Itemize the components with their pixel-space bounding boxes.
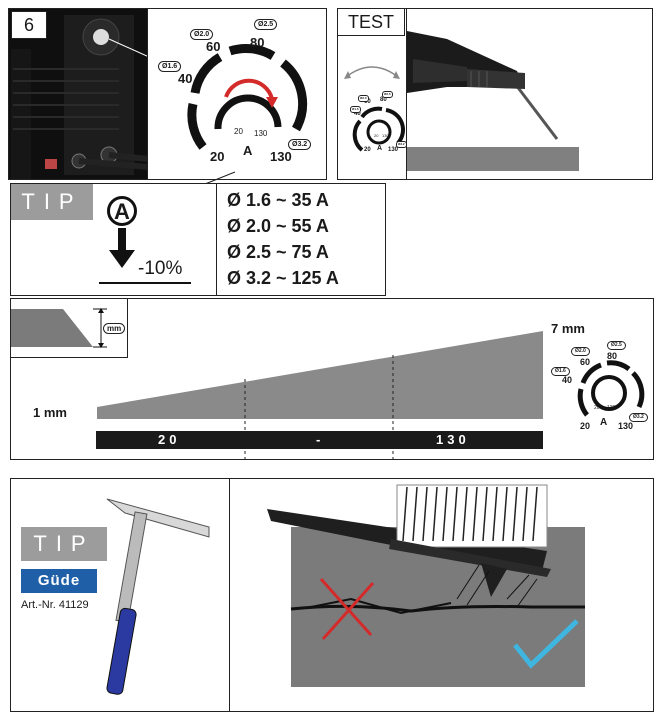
brand-logo: Güde — [21, 569, 97, 593]
brush-illustration — [267, 484, 585, 687]
tip2-title: TIP — [33, 531, 95, 556]
tip1-panel: TIP A -10% Ø 1.6 ~ 35 A Ø 2.0 ~ 55 A Ø 2… — [10, 183, 386, 296]
dial-label-60: 60 — [206, 39, 221, 54]
range-right: 130 — [436, 432, 470, 447]
small-dial-inner-130: 130 — [382, 133, 389, 138]
down-arrow-icon — [109, 228, 135, 268]
current-range-bar: 20 - 130 — [96, 431, 543, 449]
test-panel: TEST 20 40 60 80 130 A 20 130 Ø1.6 Ø2.0 … — [337, 8, 653, 180]
right-badge-2-0: Ø2.0 — [571, 347, 590, 356]
main-dial-panel: 20 40 60 80 130 20 130 A Ø1.6 Ø2.0 Ø2.5 … — [147, 8, 327, 180]
chipping-hammer-illustration — [106, 498, 210, 695]
tip2-panel: TIP Güde Art.-Nr. 41129 — [10, 478, 654, 712]
tip1-title: TIP — [21, 189, 83, 214]
badge-1-6: Ø1.6 — [158, 61, 182, 72]
red-direction-arrow — [224, 78, 274, 100]
tip2-divider — [229, 479, 230, 711]
amp-icon-letter: A — [114, 199, 130, 224]
thickness-inset: mm — [11, 299, 128, 358]
right-badge-1-6: Ø1.6 — [551, 367, 570, 376]
correct-check-icon — [513, 619, 579, 669]
small-dial-130: 130 — [388, 147, 399, 153]
brand-logo-text: Güde — [37, 572, 81, 589]
dial-unit: A — [243, 143, 253, 158]
thickness-panel: mm 1 mm 7 mm 20 - 130 20 40 60 80 130 A … — [10, 298, 654, 460]
thickness-max: 7 mm — [551, 321, 585, 336]
dial-inner-20: 20 — [234, 127, 243, 136]
reduction-underline — [99, 282, 191, 284]
dial-inner-130: 130 — [254, 129, 268, 138]
small-dial-80: 80 — [380, 97, 387, 103]
small-badge-2-5: Ø2.5 — [382, 91, 393, 98]
plate-edge-illustration — [11, 308, 107, 348]
amp-row-3: Ø 2.5 ~ 75 A — [227, 242, 329, 262]
amp-row-1: Ø 1.6 ~ 35 A — [227, 190, 329, 210]
amp-row-2: Ø 2.0 ~ 55 A — [227, 216, 329, 236]
small-badge-1-6: Ø1.6 — [350, 106, 361, 113]
badge-3-2: Ø3.2 — [288, 139, 312, 150]
mm-badge: mm — [103, 323, 126, 334]
right-badge-2-5: Ø2.5 — [607, 341, 626, 350]
tip1-title-box: TIP — [11, 184, 93, 220]
dial-label-130: 130 — [270, 149, 292, 164]
small-dial-unit: A — [377, 145, 383, 152]
right-dial-40: 40 — [562, 375, 573, 385]
step-number: 6 — [23, 15, 34, 35]
small-dial-20: 20 — [364, 147, 371, 153]
small-dial-40: 40 — [354, 111, 361, 117]
range-left: 20 — [158, 432, 181, 447]
electrode-holder-illustration — [407, 31, 579, 171]
amp-icon: A — [107, 196, 137, 226]
current-dial — [187, 43, 308, 150]
dial-label-20: 20 — [210, 149, 225, 164]
small-dial-inner-20: 20 — [374, 133, 379, 138]
small-dial-60: 60 — [364, 99, 371, 105]
article-number: Art.-Nr. 41129 — [21, 599, 89, 611]
step-number-box: 6 — [11, 11, 47, 39]
test-divider — [406, 9, 407, 179]
test-title: TEST — [347, 12, 394, 32]
wrong-cross-icon — [319, 578, 375, 640]
right-badge-3-2: Ø3.2 — [629, 413, 648, 422]
badge-2-0: Ø2.0 — [190, 29, 214, 40]
right-dial-60: 60 — [580, 357, 591, 367]
tip2-title-box: TIP — [21, 527, 107, 561]
badge-2-5: Ø2.5 — [254, 19, 278, 30]
right-dial-inner-130: 130 — [607, 405, 616, 411]
tip1-table-divider — [216, 184, 217, 295]
small-badge-3-2: Ø3.2 — [396, 141, 407, 148]
small-badge-2-0: Ø2.0 — [358, 95, 369, 102]
dial-label-40: 40 — [178, 71, 193, 86]
test-title-box: TEST — [338, 9, 405, 36]
small-dial — [344, 66, 405, 152]
right-dial-80: 80 — [607, 351, 618, 361]
right-dial — [577, 360, 645, 417]
welder-photo-panel: 6 — [8, 8, 148, 180]
callout-line — [204, 171, 236, 185]
right-dial-unit: A — [600, 417, 608, 428]
reduction-value: -10% — [138, 258, 183, 279]
range-mid: - — [316, 432, 321, 447]
amp-row-4: Ø 3.2 ~ 125 A — [227, 268, 339, 288]
right-dial-20: 20 — [580, 421, 591, 431]
dial-label-80: 80 — [250, 35, 265, 50]
thickness-min: 1 mm — [33, 405, 67, 420]
right-dial-inner-20: 20 — [594, 405, 600, 411]
right-dial-130: 130 — [618, 421, 634, 431]
welder-front-illustration — [9, 9, 147, 179]
